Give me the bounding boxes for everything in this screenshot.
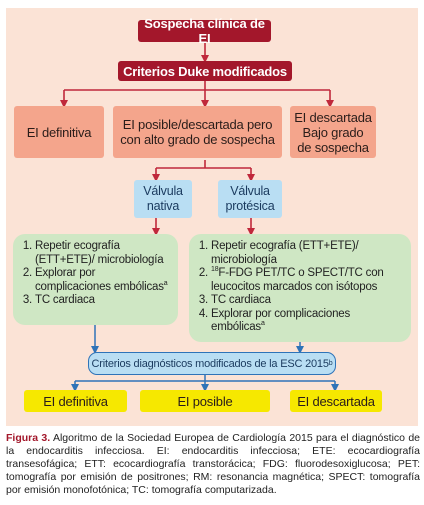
figure-caption: Figura 3. Algoritmo de la Sociedad Europ…	[6, 432, 420, 497]
duke-criteria-box: Criterios Duke modificados	[118, 61, 292, 81]
prosthetic-step-isotope: 18	[211, 266, 219, 274]
outcome-possible-box: EI posible	[140, 390, 270, 412]
prosthetic-valve-line1: Válvula	[230, 184, 270, 198]
esc-criteria-label: Criterios diagnósticos modificados de la…	[91, 357, 329, 370]
prosthetic-step: Explorar por complicaciones embólicasa	[211, 308, 403, 335]
rejected-category-box: EI descartada Bajo grado de sospecha	[290, 106, 376, 158]
outcome-rejected-label: EI descartada	[297, 393, 375, 409]
outcome-possible-label: EI posible	[177, 393, 233, 409]
outcome-rejected-box: EI descartada	[290, 390, 382, 412]
definite-category-label: EI definitiva	[26, 124, 92, 140]
native-valve-line2: nativa	[146, 199, 180, 213]
suspicion-box: Sospecha clínica de EI	[138, 16, 271, 46]
outcome-definite-box: EI definitiva	[24, 390, 127, 412]
caption-text: Algoritmo de la Sociedad Europea de Card…	[6, 432, 420, 496]
possible-category-label: EI posible/descartada pero con alto grad…	[120, 117, 275, 147]
rejected-category-line1: EI descartada	[294, 109, 372, 125]
prosthetic-valve-box: Válvula protésica	[218, 180, 282, 218]
prosthetic-step: Repetir ecografía (ETT+ETE)/ microbiolog…	[211, 240, 403, 267]
native-step: TC cardiaca	[35, 294, 170, 308]
prosthetic-valve-line2: protésica	[225, 199, 275, 213]
native-step: Repetir ecografía (ETT+ETE)/ microbiolog…	[35, 240, 170, 267]
possible-category-box: EI posible/descartada pero con alto grad…	[113, 106, 282, 158]
prosthetic-step-footnote: a	[260, 320, 265, 328]
prosthetic-step: 18F-FDG PET/TC o SPECT/TC con leucocitos…	[211, 266, 403, 294]
native-step-footnote: a	[163, 279, 168, 287]
native-valve-line1: Válvula	[143, 184, 183, 198]
native-valve-box: Válvula nativa	[134, 180, 192, 218]
suspicion-label: Sospecha clínica de EI	[144, 16, 265, 46]
duke-criteria-label: Criterios Duke modificados	[123, 63, 287, 79]
definite-category-box: EI definitiva	[14, 106, 104, 158]
prosthetic-steps-list: Repetir ecografía (ETT+ETE)/ microbiolog…	[197, 240, 403, 335]
rejected-category-line2: Bajo grado de sospecha	[297, 124, 369, 155]
native-steps-list: Repetir ecografía (ETT+ETE)/ microbiolog…	[21, 240, 170, 308]
native-steps-box: Repetir ecografía (ETT+ETE)/ microbiolog…	[13, 234, 178, 325]
prosthetic-step: TC cardiaca	[211, 294, 403, 308]
esc-criteria-box: Criterios diagnósticos modificados de la…	[88, 352, 336, 375]
native-step: Explorar por complicaciones embólicasa	[35, 267, 170, 294]
outcome-definite-label: EI definitiva	[43, 393, 108, 409]
caption-label: Figura 3.	[6, 432, 51, 444]
prosthetic-steps-box: Repetir ecografía (ETT+ETE)/ microbiolog…	[189, 234, 411, 342]
